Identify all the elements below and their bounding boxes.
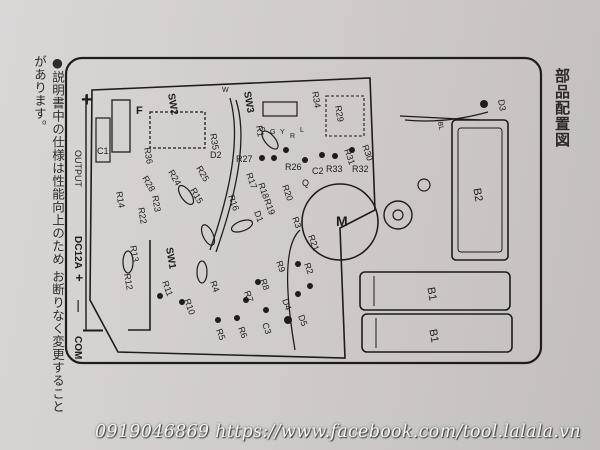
label-R15: R15 <box>188 186 205 205</box>
label-R24: R24 <box>166 168 183 187</box>
small-hole-2 <box>480 100 488 108</box>
label-R23: R23 <box>150 195 163 213</box>
component-labels: F C1 R36 SW2 SW3 D2 R35 R34 R29 R1 R27 R… <box>97 87 508 344</box>
note-bullet: ● <box>50 55 65 71</box>
label-W-1: W <box>222 87 229 94</box>
label-R20: R20 <box>280 183 295 202</box>
battery-b2-inner <box>457 127 503 253</box>
label-R22: R22 <box>136 207 149 225</box>
label-R33: R33 <box>326 164 343 174</box>
label-B1-bottom: B1 <box>426 328 440 343</box>
label-R17: R17 <box>244 171 259 190</box>
label-R25: R25 <box>194 164 211 183</box>
label-R5: R5 <box>214 327 227 341</box>
resistors <box>122 130 279 284</box>
board-outline <box>64 56 543 365</box>
label-R27: R27 <box>236 154 253 164</box>
contact-watermark: 0919046869 https://www.facebook.com/tool… <box>95 422 581 442</box>
label-D2: D2 <box>210 150 222 160</box>
label-D1: D1 <box>252 209 265 223</box>
label-R9: R9 <box>274 259 287 273</box>
label-L: L <box>300 127 304 134</box>
label-R28: R28 <box>140 174 157 193</box>
parts-layout-title: 部品配置図 <box>553 68 571 148</box>
label-R32: R32 <box>352 164 369 174</box>
switch-sw3 <box>262 101 298 117</box>
label-R13: R13 <box>128 245 141 263</box>
label-R29: R29 <box>333 105 346 123</box>
label-R36: R36 <box>142 147 155 165</box>
label-R4: R4 <box>208 279 221 293</box>
battery-b1-top <box>359 271 511 311</box>
label-R10: R10 <box>182 297 197 316</box>
label-D4: D4 <box>280 297 293 311</box>
wire-4 <box>399 115 481 121</box>
speaker-disc <box>383 200 413 230</box>
speaker-center <box>392 209 404 221</box>
label-SW3: SW3 <box>241 91 256 115</box>
battery-b1-bottom <box>361 313 513 353</box>
label-R35: R35 <box>208 133 221 151</box>
component-dots <box>157 147 355 324</box>
label-C2: C2 <box>312 166 324 176</box>
fuse-holder <box>111 99 131 153</box>
spec-change-note: ●説明書中の仕様は性能向上のため お断りなく変更することがあります。 <box>18 55 66 415</box>
wire-3 <box>286 229 301 351</box>
label-B2: B2 <box>470 187 484 202</box>
minus-terminal: — <box>83 319 103 341</box>
label-R1: R1 <box>254 125 266 138</box>
wire-5 <box>404 111 489 122</box>
label-R21: R21 <box>306 233 321 252</box>
label-com: COM <box>72 336 83 359</box>
label-R6: R6 <box>236 325 249 339</box>
label-R2: R2 <box>302 261 315 275</box>
label-R26: R26 <box>285 162 302 172</box>
label-output: OUTPUT <box>73 150 83 188</box>
label-R19: R19 <box>262 197 277 216</box>
label-dc12a: DC12A <box>72 236 83 269</box>
label-R8: R8 <box>258 277 271 291</box>
label-C1: C1 <box>97 146 109 156</box>
switch-sw2 <box>149 111 206 149</box>
label-R12: R12 <box>122 273 135 291</box>
label-Q: Q <box>302 178 309 188</box>
label-R16: R16 <box>226 193 241 212</box>
label-G: G <box>270 129 275 136</box>
label-dc-minus: — <box>72 300 86 312</box>
small-hole <box>417 178 431 192</box>
label-R-wire: R <box>290 133 295 140</box>
label-D3: D3 <box>496 99 508 112</box>
ic-r29 <box>325 95 365 137</box>
label-SW1: SW1 <box>163 247 178 271</box>
label-D5: D5 <box>296 313 309 327</box>
label-M: M <box>336 213 348 229</box>
label-R34: R34 <box>310 91 323 109</box>
label-R3: R3 <box>290 215 303 229</box>
plus-terminal-top: + <box>81 89 93 111</box>
label-C3: C3 <box>260 321 273 335</box>
switch-sw1 <box>128 240 151 331</box>
wire-2 <box>215 99 242 253</box>
motor-body <box>301 183 379 261</box>
note-text: 説明書中の仕様は性能向上のため お断りなく変更することがあります。 <box>32 55 65 413</box>
label-Y: Y <box>280 129 285 136</box>
pcb-outline <box>89 77 376 359</box>
label-BL: BL <box>436 121 444 131</box>
label-F: F <box>136 105 143 117</box>
label-R14: R14 <box>114 191 127 209</box>
label-R7: R7 <box>242 289 255 303</box>
label-dc-plus: + <box>72 274 87 282</box>
label-SW2: SW2 <box>165 93 180 117</box>
label-O: O <box>260 127 266 134</box>
output-connector <box>95 117 111 163</box>
wire-1 <box>209 97 236 251</box>
label-B1-top: B1 <box>424 286 438 301</box>
